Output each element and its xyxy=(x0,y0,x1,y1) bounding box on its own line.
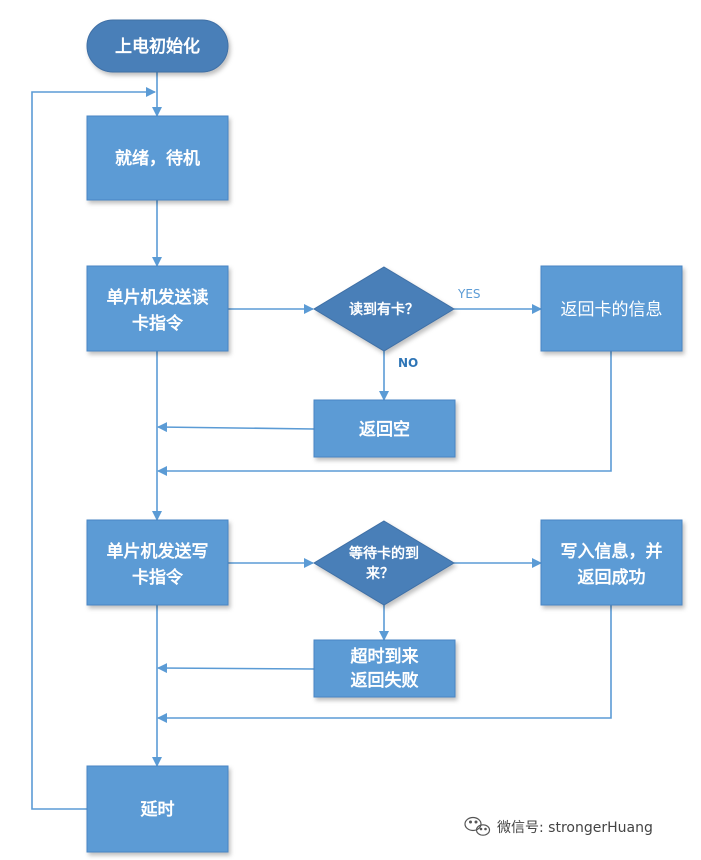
node-send-read: 单片机发送读 卡指令 xyxy=(86,265,229,352)
node-wait-card-decision: 等待卡的到 来？ xyxy=(313,520,455,606)
watermark-text: 微信号: strongerHuang xyxy=(497,820,653,836)
node-write-info-label-2: 返回成功 xyxy=(578,567,646,588)
node-has-card-decision: 读到有卡？ xyxy=(313,266,455,352)
node-wait-card-label-2: 来？ xyxy=(365,566,394,582)
connectors xyxy=(31,72,612,810)
node-start: 上电初始化 xyxy=(86,19,229,73)
arrow-return-info-to-main xyxy=(157,351,612,476)
node-return-empty: 返回空 xyxy=(313,399,456,458)
arrow-delay-loop-to-ready xyxy=(31,87,156,810)
node-send-write: 单片机发送写 卡指令 xyxy=(86,519,229,606)
edge-label-yes: YES xyxy=(457,287,481,301)
node-write-info-label-1: 写入信息，并 xyxy=(561,541,663,562)
node-send-write-label-2: 卡指令 xyxy=(132,567,184,588)
node-send-write-label-1: 单片机发送写 xyxy=(107,541,209,562)
node-timeout-label-1: 超时到来 xyxy=(351,646,420,667)
node-has-card-label: 读到有卡？ xyxy=(349,301,419,318)
arrow-timeout-to-main xyxy=(157,663,315,674)
arrow-write-info-to-main xyxy=(157,605,612,723)
node-delay-label: 延时 xyxy=(140,799,175,820)
wechat-icon xyxy=(464,816,491,836)
node-start-label: 上电初始化 xyxy=(115,36,200,57)
arrow-return-empty-to-main xyxy=(157,422,315,433)
node-delay: 延时 xyxy=(86,765,229,853)
node-return-info-label: 返回卡的信息 xyxy=(561,300,663,320)
node-send-read-label-1: 单片机发送读 xyxy=(107,287,209,308)
node-write-info: 写入信息，并 返回成功 xyxy=(540,519,683,606)
node-timeout: 超时到来 返回失败 xyxy=(313,639,456,698)
node-return-empty-label: 返回空 xyxy=(359,419,410,440)
node-ready: 就绪，待机 xyxy=(86,115,229,201)
node-send-read-label-2: 卡指令 xyxy=(132,313,184,334)
watermark: 微信号: strongerHuang xyxy=(464,816,653,836)
node-timeout-label-2: 返回失败 xyxy=(351,670,419,691)
node-return-info: 返回卡的信息 xyxy=(540,265,683,352)
node-wait-card-label-1: 等待卡的到 xyxy=(349,545,419,562)
node-ready-label: 就绪，待机 xyxy=(115,148,200,169)
edge-label-no: NO xyxy=(398,356,418,370)
